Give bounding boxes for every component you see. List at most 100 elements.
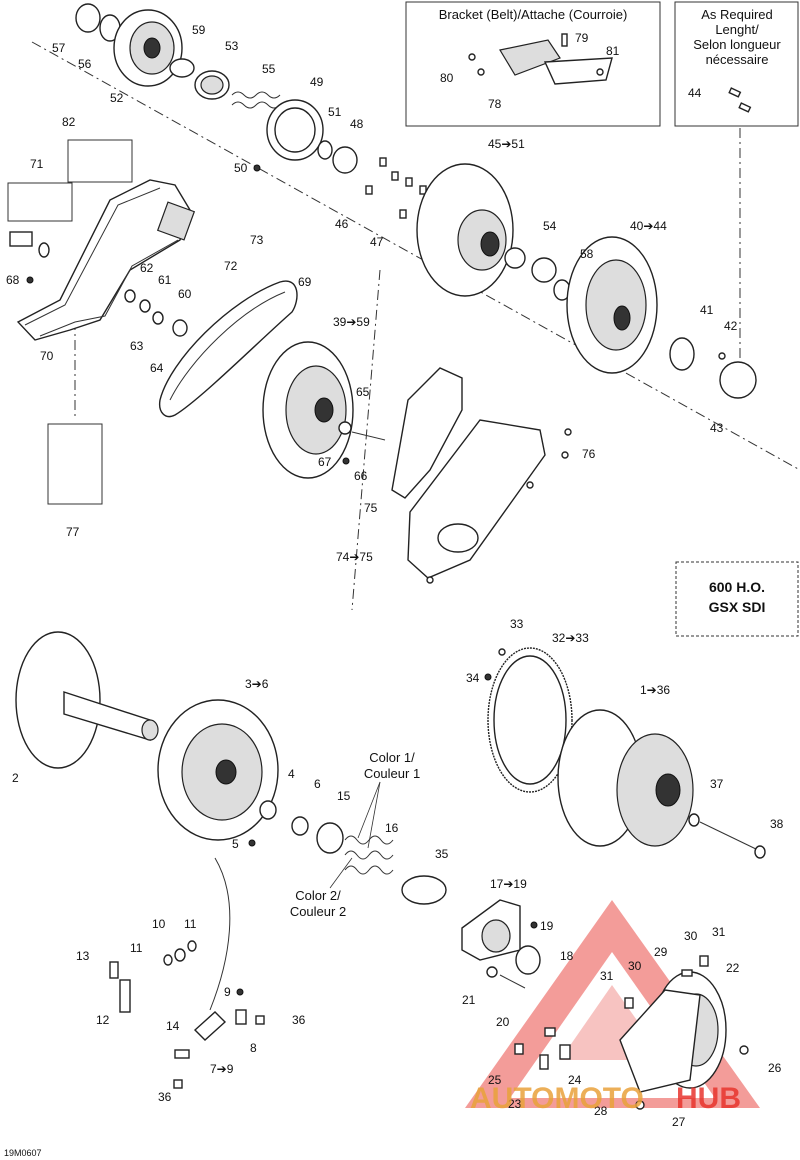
label-76: 76 — [582, 447, 596, 461]
drive-pulley-lower: 2 3➔6 4 6 15 16 5 35 — [12, 631, 449, 905]
label-62: 62 — [140, 261, 154, 275]
starter-assembly: 29 30 31 30 22 31 25 24 23 26 28 27 — [488, 925, 782, 1129]
bracket-box-title: Bracket (Belt)/Attache (Courroie) — [439, 7, 628, 22]
label-30a: 30 — [684, 929, 698, 943]
label-19: 19 — [540, 919, 554, 933]
label-74: 74➔75 — [336, 550, 373, 564]
label-25: 25 — [488, 1073, 502, 1087]
label-64: 64 — [150, 361, 164, 375]
label-4: 4 — [288, 767, 295, 781]
label-55: 55 — [262, 62, 276, 76]
label-34: 34 — [466, 671, 480, 685]
label-41: 41 — [700, 303, 714, 317]
label-21: 21 — [462, 993, 476, 1007]
label-48: 48 — [350, 117, 364, 131]
label-30b: 30 — [628, 959, 642, 973]
label-38: 38 — [770, 817, 784, 831]
label-9: 9 — [224, 985, 231, 999]
governor-cup: 17➔19 19 18 21 20 — [461, 877, 574, 1029]
label-43: 43 — [710, 421, 724, 435]
label-40: 40➔44 — [630, 219, 667, 233]
model-box: 600 H.O. GSX SDI — [675, 561, 799, 637]
divider-line-main — [31, 41, 800, 471]
figure-code: 19M0607 — [4, 1148, 42, 1158]
pulley-guard-cover: 75 76 74➔75 — [336, 367, 596, 584]
as-required-line-2: Lenght/ — [715, 22, 759, 37]
label-6: 6 — [314, 777, 321, 791]
label-35: 35 — [435, 847, 449, 861]
label-26: 26 — [768, 1061, 782, 1075]
label-63: 63 — [130, 339, 144, 353]
label-13: 13 — [76, 949, 90, 963]
color1-line-2: Couleur 1 — [364, 766, 420, 781]
color2-line-1: Color 2/ — [295, 888, 341, 903]
label-56: 56 — [78, 57, 92, 71]
washers-60-64: 62 61 60 63 64 — [124, 261, 192, 375]
label-46: 46 — [335, 217, 349, 231]
as-required-line-3: Selon longueur — [693, 37, 781, 52]
label-71: 71 — [30, 157, 44, 171]
label-70: 70 — [40, 349, 54, 363]
label-50: 50 — [234, 161, 248, 175]
label-17-19: 17➔19 — [490, 877, 527, 891]
driven-pulley-assembly: 57 56 52 59 53 55 49 51 48 50 — [52, 3, 364, 175]
label-36: 3➔6 — [245, 677, 269, 691]
label-14: 14 — [166, 1019, 180, 1033]
label-11a: 11 — [130, 941, 143, 955]
watermark-hub: HUB — [676, 1082, 741, 1115]
label-27: 27 — [672, 1115, 686, 1129]
label-78: 78 — [488, 97, 502, 111]
label-22: 22 — [726, 961, 740, 975]
label-51: 51 — [328, 105, 342, 119]
label-75: 75 — [364, 501, 378, 515]
label-60: 60 — [178, 287, 192, 301]
label-57: 57 — [52, 41, 66, 55]
ring-gear-assembly: 33 32➔33 34 1➔36 37 38 — [466, 617, 784, 859]
label-49: 49 — [310, 75, 324, 89]
label-61: 61 — [158, 273, 172, 287]
label-20: 20 — [496, 1015, 510, 1029]
label-29: 29 — [654, 945, 668, 959]
label-1-36: 1➔36 — [640, 683, 670, 697]
model-line-1: 600 H.O. — [709, 579, 765, 595]
drive-pulley-upper: 45➔51 54 58 40➔44 41 42 43 — [416, 137, 757, 435]
label-59: 59 — [192, 23, 206, 37]
label-32-33: 32➔33 — [552, 631, 589, 645]
label-77: 77 — [66, 525, 80, 539]
watermark-automoto: AUTOMOTO — [470, 1082, 644, 1115]
divider-line-belt — [351, 269, 381, 611]
driven-pulley-middle: 39➔59 65 66 67 — [262, 315, 386, 483]
label-81: 81 — [606, 44, 620, 58]
belt-guard: 82 71 72 73 68 70 77 — [6, 115, 264, 539]
color1-line-1: Color 1/ — [369, 750, 415, 765]
lever-parts: 10 11 11 13 12 9 14 36 8 7➔9 36 — [76, 857, 306, 1104]
label-23: 23 — [508, 1097, 522, 1111]
label-10: 10 — [152, 917, 166, 931]
label-12: 12 — [96, 1013, 110, 1027]
model-line-2: GSX SDI — [709, 599, 766, 615]
label-18: 18 — [560, 949, 574, 963]
label-69: 69 — [298, 275, 312, 289]
label-33: 33 — [510, 617, 524, 631]
label-31a: 31 — [712, 925, 726, 939]
color2-line-2: Couleur 2 — [290, 904, 346, 919]
label-15: 15 — [337, 789, 351, 803]
label-37: 37 — [710, 777, 724, 791]
bolt-group-46-47: 46 47 — [335, 157, 427, 249]
as-required-line-1: As Required — [701, 7, 773, 22]
label-2: 2 — [12, 771, 19, 785]
label-66: 66 — [354, 469, 368, 483]
as-required-line-4: nécessaire — [706, 52, 769, 67]
label-28: 28 — [594, 1104, 608, 1118]
label-36b: 36 — [292, 1013, 306, 1027]
label-7-9: 7➔9 — [210, 1062, 234, 1076]
label-54: 54 — [543, 219, 557, 233]
label-82: 82 — [62, 115, 76, 129]
label-24: 24 — [568, 1073, 582, 1087]
label-73: 73 — [250, 233, 264, 247]
bracket-box: Bracket (Belt)/Attache (Courroie) 78 79 … — [405, 1, 661, 127]
label-45: 45➔51 — [488, 137, 525, 151]
label-79: 79 — [575, 31, 589, 45]
label-53: 53 — [225, 39, 239, 53]
